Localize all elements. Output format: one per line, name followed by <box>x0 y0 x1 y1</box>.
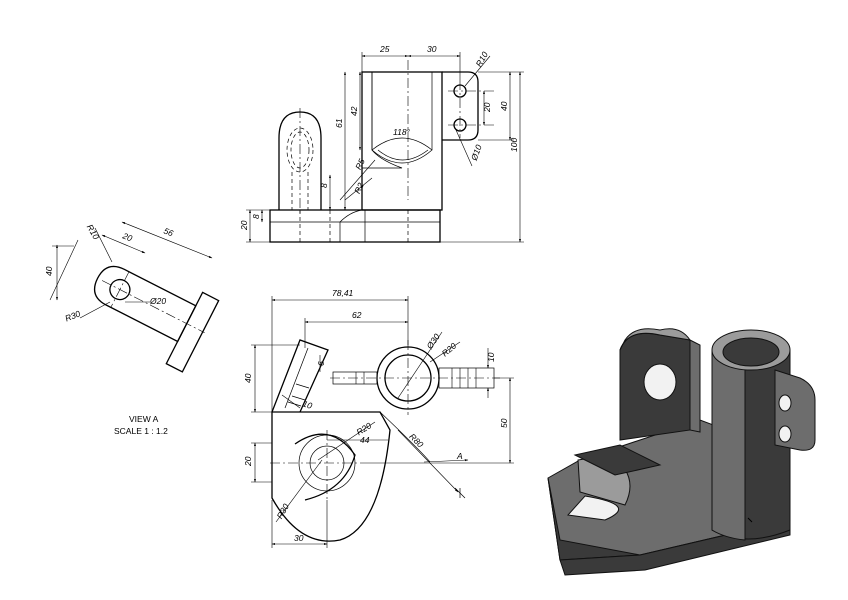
dim-r2: R2 <box>352 181 366 195</box>
front-dim-d30: Ø30 <box>424 332 442 352</box>
dim-40-right: 40 <box>499 101 509 111</box>
front-dim-50: 50 <box>499 418 509 428</box>
front-dim-44: 44 <box>360 435 370 445</box>
dim-20-left: 20 <box>239 220 249 231</box>
dim-25: 25 <box>379 44 390 54</box>
front-view: 78,41 62 Ø30 R20 10 6 40 10 R20 44 R80 A… <box>243 288 514 548</box>
front-dim-30: 30 <box>294 533 304 543</box>
dim-42: 42 <box>349 106 359 116</box>
section-arrow-a: A <box>456 451 463 461</box>
dim-30: 30 <box>427 44 437 54</box>
isometric-model <box>547 328 816 576</box>
dim-8-mid: 8 <box>319 183 329 188</box>
front-dim-78: 78,41 <box>332 288 354 298</box>
aux-dim-d20: Ø20 <box>149 296 166 306</box>
front-dim-40: 40 <box>243 373 253 383</box>
front-dim-10-right: 10 <box>486 352 496 362</box>
dim-20-right: 20 <box>482 102 492 113</box>
aux-dim-40: 40 <box>44 266 54 276</box>
auxiliary-view-a: 40 56 20 R10 Ø20 R30 VIEW A SCALE 1 : 1.… <box>44 221 220 436</box>
top-section-view: 25 30 R10 61 42 118° 20 40 100 Ø10 R5 R2… <box>239 44 524 243</box>
front-dim-r20-top: R20 <box>440 341 459 359</box>
view-a-title: VIEW A <box>129 414 159 424</box>
front-dim-62: 62 <box>352 310 362 320</box>
aux-dim-56: 56 <box>162 226 175 239</box>
front-dim-10-ear: 10 <box>301 398 313 411</box>
front-dim-6: 6 <box>316 361 326 366</box>
dim-r5: R5 <box>353 157 367 171</box>
front-outline <box>271 411 391 542</box>
view-a-scale: SCALE 1 : 1.2 <box>114 426 168 436</box>
dim-100: 100 <box>509 138 519 152</box>
front-dim-r80: R80 <box>407 431 425 449</box>
dim-d10: Ø10 <box>469 143 484 163</box>
dim-61: 61 <box>334 118 344 128</box>
base-plate <box>269 209 441 243</box>
aux-dim-r30: R30 <box>63 308 81 323</box>
dim-118deg: 118° <box>393 127 411 137</box>
dim-8-left: 8 <box>251 214 261 219</box>
front-dim-20: 20 <box>243 456 253 467</box>
aux-dim-r10: R10 <box>85 223 102 242</box>
aux-dim-20: 20 <box>120 230 134 243</box>
